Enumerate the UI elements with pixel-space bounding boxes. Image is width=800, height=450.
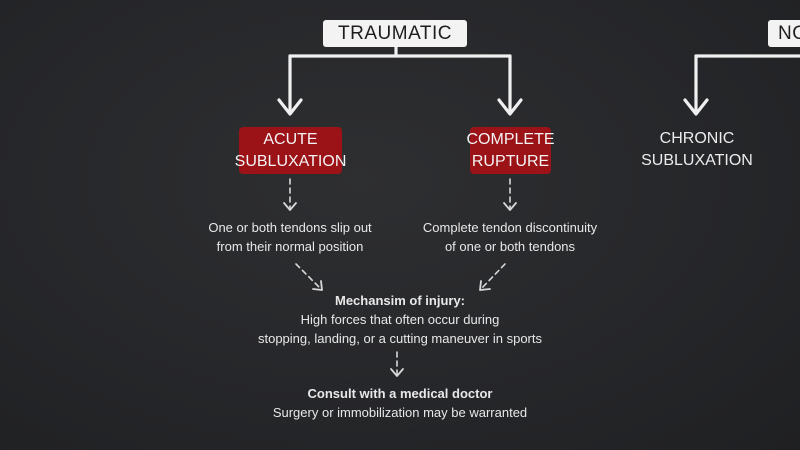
mechanism-line1: High forces that often occur during: [300, 312, 500, 327]
traumatic-label-text: TRAUMATIC: [338, 22, 452, 44]
complete-desc-to-mechanism-arrowhead: [479, 280, 491, 291]
traumatic-right-arrowhead: [497, 98, 523, 116]
acute-description: One or both tendons slip out from their …: [200, 218, 380, 256]
nontraumatic-label: NO: [768, 20, 800, 47]
mechanism-line2: stopping, landing, or a cutting maneuver…: [257, 331, 542, 346]
complete-line1: COMPLETE: [466, 130, 555, 148]
traumatic-label: TRAUMATIC: [323, 20, 467, 47]
acute-desc-line1: One or both tendons slip out: [208, 220, 372, 235]
chronic-subluxation-label: CHRONIC SUBLUXATION: [640, 128, 754, 172]
consult-title: Consult with a medical doctor: [307, 386, 493, 401]
chronic-line1: CHRONIC: [659, 130, 735, 147]
mechanism-of-injury: Mechansim of injury: High forces that of…: [230, 291, 570, 348]
acute-desc-to-mechanism-arrowhead: [312, 280, 323, 291]
acute-desc-line2: from their normal position: [216, 239, 364, 254]
mechanism-to-consult-arrowhead: [390, 368, 404, 377]
mechanism-title: Mechansim of injury:: [334, 293, 466, 308]
acute-line2: SUBLUXATION: [234, 152, 347, 170]
consult-line1: Surgery or immobilization may be warrant…: [272, 405, 528, 420]
acute-desc-to-mechanism-dashed: [295, 263, 321, 289]
acute-line1: ACUTE: [263, 130, 318, 148]
complete-to-desc-arrowhead: [503, 202, 517, 211]
nontraumatic-arrowhead: [683, 98, 709, 116]
chronic-line2: SUBLUXATION: [641, 152, 753, 169]
traumatic-left-arrowhead: [277, 98, 303, 116]
nontraumatic-label-text: NO: [778, 22, 800, 44]
complete-desc-to-mechanism-dashed: [481, 263, 506, 289]
consult-section: Consult with a medical doctor Surgery or…: [250, 384, 550, 422]
complete-desc-line1: Complete tendon discontinuity: [422, 220, 598, 235]
complete-desc-line2: of one or both tendons: [444, 239, 576, 254]
acute-to-desc-arrowhead: [283, 202, 297, 211]
complete-line2: RUPTURE: [471, 152, 550, 170]
complete-description: Complete tendon discontinuity of one or …: [410, 218, 610, 256]
acute-subluxation-box: ACUTE SUBLUXATION: [235, 127, 346, 174]
complete-rupture-box: COMPLETE RUPTURE: [467, 127, 555, 174]
